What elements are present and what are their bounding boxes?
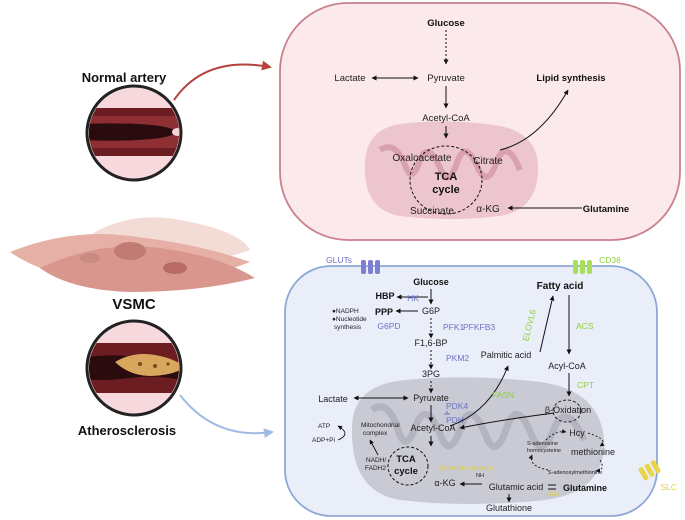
glutamic-acid-label: Glutamic acid — [489, 482, 544, 492]
nucleotide-label: ●Nucleotide — [332, 316, 367, 323]
sam-label: S-adenosylmethionine — [548, 470, 602, 476]
mitochondrion-top — [364, 121, 539, 219]
mitochondrion-bottom — [351, 377, 605, 504]
nadh-label: NADH/ — [366, 457, 386, 464]
pfkfb3-label: PFKFB3 — [463, 322, 495, 332]
glutathione-label: Glutathione — [486, 503, 532, 513]
glut-transporter — [361, 260, 380, 274]
fasn-label: FASN — [492, 390, 514, 400]
ppp-label: PPP — [375, 307, 393, 317]
top-succinate: Succinate — [410, 206, 454, 217]
normal-artery-label: Normal artery — [82, 70, 167, 85]
fatty-acid-label: Fatty acid — [537, 281, 584, 292]
normal-artery-illustration — [85, 84, 183, 182]
atherosclerosis-label: Atherosclerosis — [78, 423, 176, 438]
vsmc-cells-illustration — [10, 217, 255, 292]
methionine-label: methionine — [571, 447, 615, 457]
bottom-tca-label: TCA — [396, 454, 416, 465]
atp-label: ATP — [318, 423, 330, 430]
bottom-glucose: Glucose — [413, 277, 449, 287]
top-pyruvate: Pyruvate — [427, 73, 465, 84]
3pg-label: 3PG — [422, 369, 440, 379]
sah-label-1: S-adenosine — [527, 441, 558, 447]
athero-to-cell-arrow — [179, 394, 274, 439]
bottom-tca-ring — [387, 446, 429, 486]
atherosclerotic-artery-illustration — [85, 319, 183, 417]
top-oxaloacetate: Oxaloacetate — [393, 153, 452, 164]
top-tca-label: TCA — [435, 171, 458, 183]
top-lactate: Lactate — [334, 73, 365, 84]
top-lipid-synthesis: Lipid synthesis — [536, 73, 605, 84]
vsmc-label: VSMC — [112, 296, 156, 313]
palmitic-acid-label: Palmitic acid — [481, 350, 532, 360]
bottom-akg: α-KG — [434, 478, 455, 488]
synthesis-label: synthesis — [334, 324, 362, 331]
glutamate-ammonia-label: Glutamate ammonia — [439, 466, 494, 472]
bottom-lactate: Lactate — [318, 394, 348, 404]
bottom-acetyl-coa: Acetyl-CoA — [410, 423, 455, 433]
gls-label: GLS — [547, 492, 559, 498]
pdh-label: PDH — [446, 415, 464, 425]
top-acetyl-coa: Acetyl-CoA — [422, 113, 470, 124]
top-tca-ring — [409, 145, 483, 215]
hk-label: HK — [407, 293, 419, 303]
cd36-label: CD36 — [599, 255, 621, 265]
nadph-label: ●NADPH — [332, 308, 359, 315]
cpt-label: CPT — [577, 380, 594, 390]
acs-label: ACS — [576, 321, 594, 331]
gluts-label: GLUTs — [326, 255, 352, 265]
hbp-label: HBP — [375, 291, 394, 301]
f16bp-label: F1,6-BP — [414, 338, 447, 348]
sah-label-2: homocysteine — [527, 448, 561, 454]
slc-transporter — [638, 460, 661, 481]
slc-label: SLC — [660, 482, 677, 492]
top-glucose: Glucose — [427, 18, 465, 29]
mito-complex-label-1: Mitochondrial — [361, 422, 400, 429]
beta-oxidation-label: β-Oxidation — [545, 405, 591, 415]
top-citrate: Citrate — [473, 156, 503, 167]
mito-complex-label-2: complex — [363, 430, 388, 437]
adp-pi-label: ADP+Pi — [312, 437, 335, 444]
g6p-label: G6P — [422, 306, 440, 316]
nh-label: NH — [476, 473, 484, 479]
fadh2-label: FADH2 — [365, 465, 386, 472]
normal-to-cell-arrow — [173, 60, 272, 101]
acyl-coa-label: Acyl-CoA — [548, 361, 586, 371]
bottom-glutamine: Glutamine — [563, 483, 607, 493]
top-glutamine: Glutamine — [583, 204, 629, 215]
bottom-pyruvate: Pyruvate — [413, 393, 449, 403]
pfk1-label: PFK1 — [443, 322, 465, 332]
top-akg: α-KG — [476, 204, 500, 215]
cd36-transporter — [573, 260, 592, 274]
pkm2-label: PKM2 — [446, 353, 469, 363]
top-cycle-label: cycle — [432, 184, 460, 196]
pdk4-label: PDK4 — [446, 401, 468, 411]
hcy-label: Hcy — [569, 428, 585, 438]
g6pd-label: G6PD — [377, 321, 400, 331]
bottom-cycle-label: cycle — [394, 466, 418, 477]
